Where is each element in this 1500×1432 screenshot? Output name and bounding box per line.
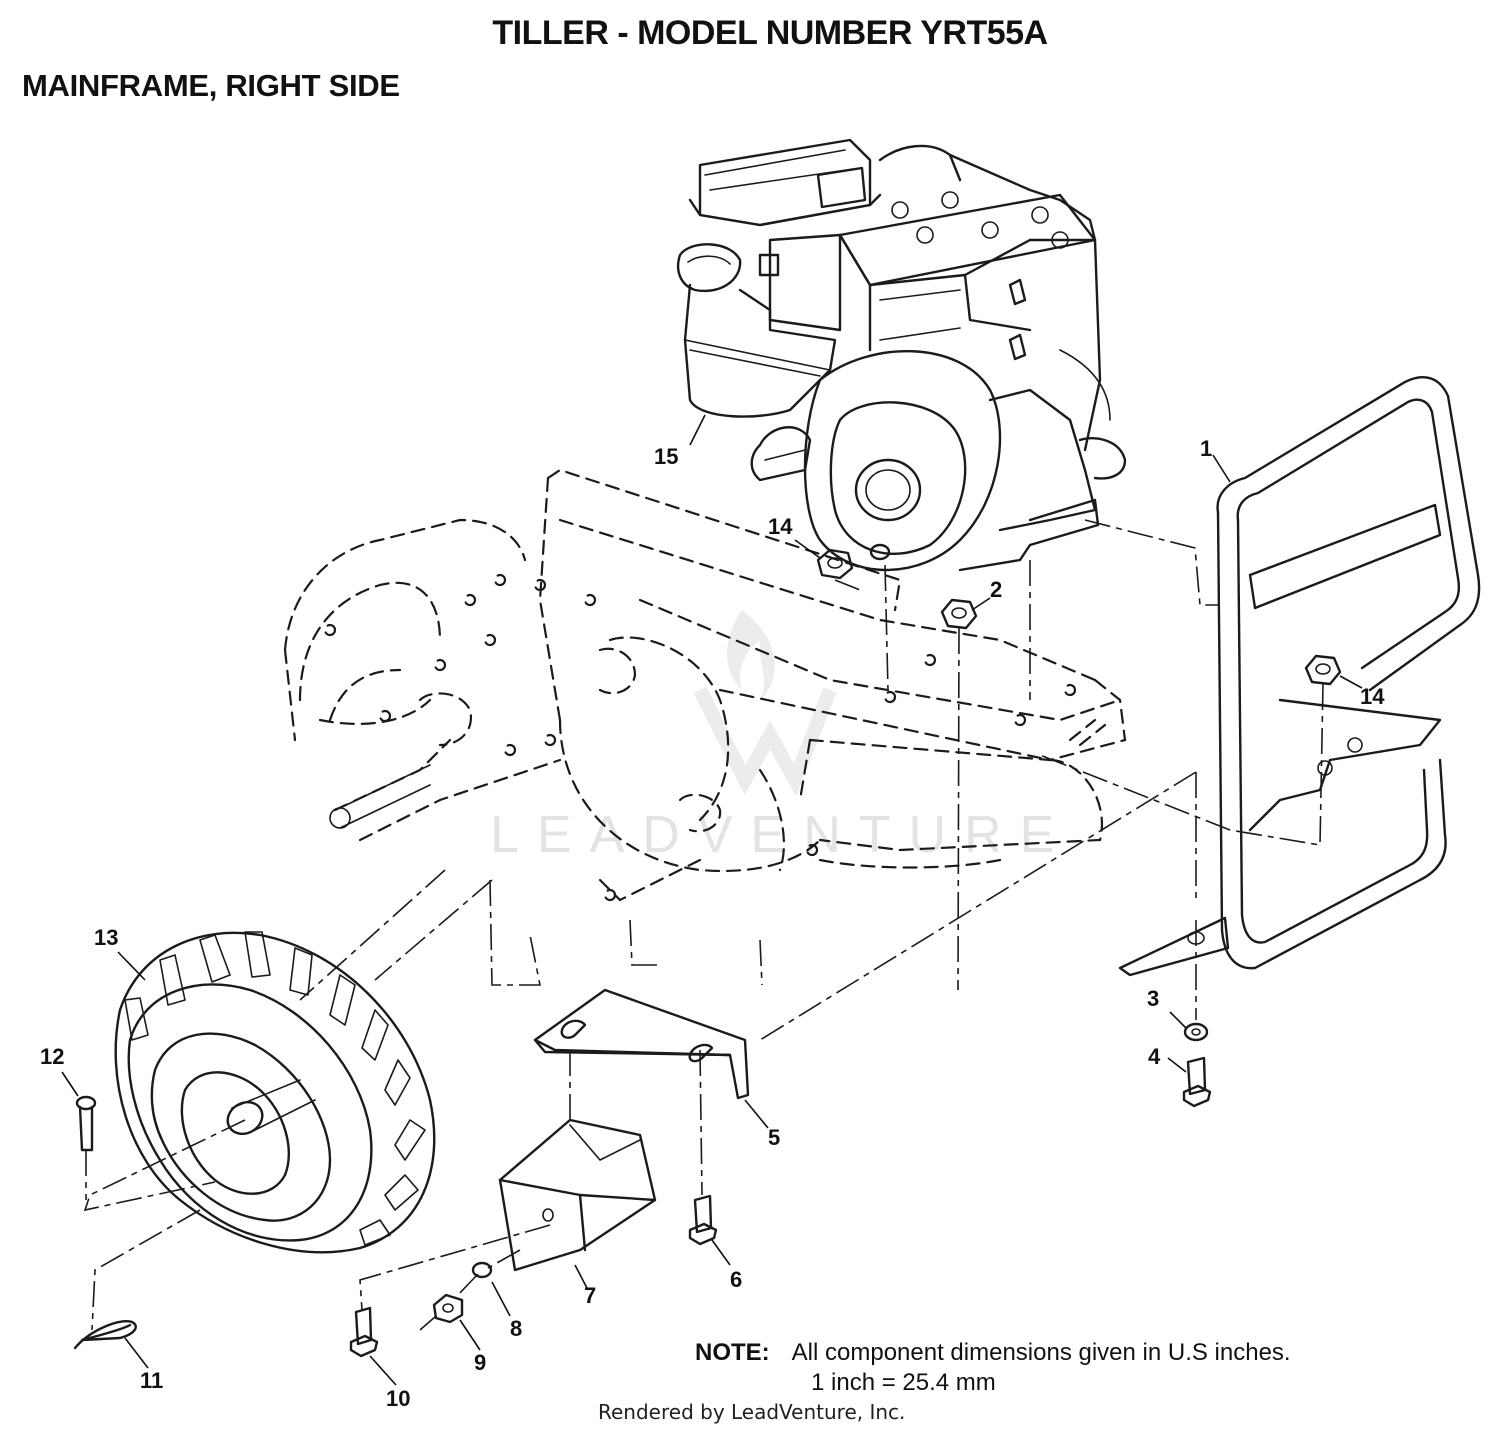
watermark-text: LEADVENTURE bbox=[490, 806, 1072, 864]
watermark: LEADVENTURE bbox=[490, 610, 1072, 864]
assembly-lines bbox=[83, 519, 1324, 1331]
note-label: NOTE: bbox=[695, 1339, 770, 1366]
callout-4: 4 bbox=[1148, 1044, 1161, 1069]
callout-labels: 1 2 3 4 5 6 7 8 9 10 11 12 13 14 14 15 bbox=[40, 436, 1385, 1411]
callout-10: 10 bbox=[386, 1386, 410, 1411]
callout-8: 8 bbox=[510, 1316, 522, 1341]
page-title: TILLER - MODEL NUMBER YRT55A bbox=[492, 14, 1048, 52]
callout-1: 1 bbox=[1200, 436, 1212, 461]
callout-pointers bbox=[61, 414, 1363, 1386]
bracket bbox=[533, 988, 750, 1100]
callout-11: 11 bbox=[140, 1368, 163, 1393]
tire-wheel bbox=[114, 931, 436, 1254]
weight-block bbox=[498, 1118, 657, 1272]
note-line-1: All component dimensions given in U.S in… bbox=[791, 1339, 1291, 1366]
callout-14-bumper: 14 bbox=[1360, 684, 1385, 709]
mainframe-dashed bbox=[283, 468, 1127, 902]
callout-2: 2 bbox=[990, 577, 1002, 602]
callout-9: 9 bbox=[474, 1350, 486, 1375]
callout-15: 15 bbox=[654, 444, 678, 469]
callout-13: 13 bbox=[94, 925, 118, 950]
page-subtitle: MAINFRAME, RIGHT SIDE bbox=[22, 68, 400, 103]
dimension-note: NOTE: All component dimensions given in U… bbox=[695, 1338, 1291, 1398]
rendered-by-footer: Rendered by LeadVenture, Inc. bbox=[598, 1400, 906, 1424]
callout-6: 6 bbox=[730, 1267, 742, 1292]
engine bbox=[676, 138, 1127, 572]
note-line-2: 1 inch = 25.4 mm bbox=[811, 1369, 996, 1396]
front-bumper bbox=[1118, 376, 1481, 977]
callout-3: 3 bbox=[1147, 986, 1159, 1011]
hardware bbox=[73, 548, 1342, 1358]
callout-7: 7 bbox=[584, 1283, 596, 1308]
callout-14-engine: 14 bbox=[768, 514, 793, 539]
callout-5: 5 bbox=[768, 1125, 780, 1150]
callout-12: 12 bbox=[40, 1044, 64, 1069]
